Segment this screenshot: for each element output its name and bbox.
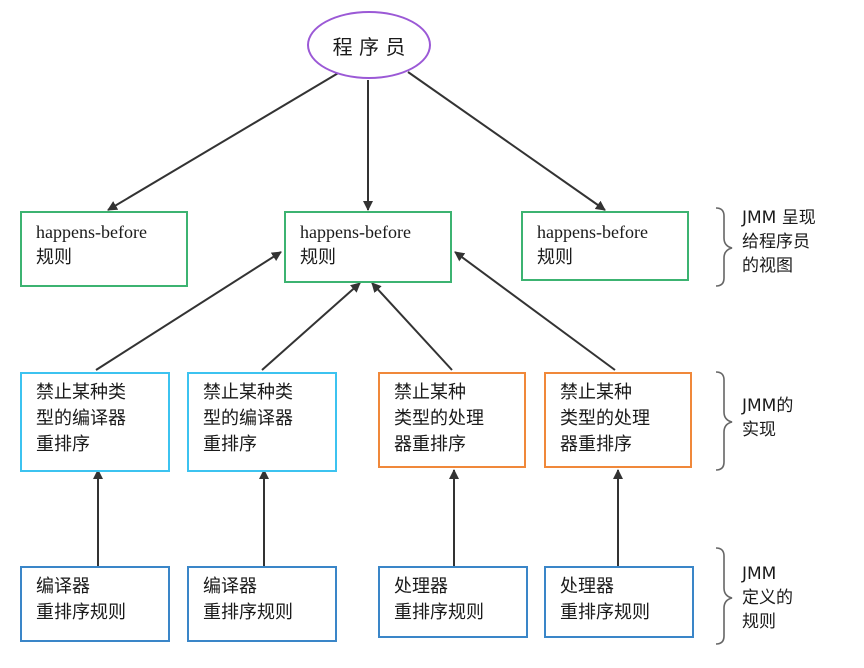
compiler-reorder-ban-box-2: 禁止某种类 型的编译器 重排序: [187, 372, 337, 472]
programmer-node: 程 序 员: [307, 11, 431, 79]
l3-2-line2: 重排序规则: [203, 602, 293, 623]
l3-4-line2: 重排序规则: [560, 602, 650, 623]
l2-1-line2: 型的编译器: [36, 408, 126, 429]
annotation-1-line3: 的视图: [742, 256, 793, 276]
l2-4-line3: 器重排序: [560, 434, 632, 455]
l3-1-line1: 编译器: [36, 576, 90, 597]
l2-3-line3: 器重排序: [394, 434, 466, 455]
l2-1-line3: 重排序: [36, 434, 90, 455]
arrow-programmer-to-hb-left: [107, 71, 341, 211]
annotation-3-line1: JMM: [742, 564, 777, 584]
arrow-l2-1-to-hb: [95, 251, 282, 371]
hb-left-line2: 规则: [36, 247, 72, 268]
l2-2-line1: 禁止某种类: [203, 382, 293, 403]
annotation-programmer-view: JMM 呈现 给程序员 的视图: [742, 206, 816, 278]
arrow-programmer-to-hb-right: [407, 71, 606, 211]
processor-reorder-ban-box-2: 禁止某种 类型的处理 器重排序: [544, 372, 692, 468]
compiler-reorder-rules-box-2: 编译器 重排序规则: [187, 566, 337, 642]
arrow-l2-3-to-hb: [371, 282, 453, 371]
compiler-reorder-rules-box-1: 编译器 重排序规则: [20, 566, 170, 642]
annotation-1-line2: 给程序员: [742, 232, 810, 252]
l3-4-line1: 处理器: [560, 576, 614, 597]
l2-4-line2: 类型的处理: [560, 408, 650, 429]
annotation-2-line1: JMM的: [742, 396, 794, 416]
l3-1-line2: 重排序规则: [36, 602, 126, 623]
brace-bottom: [715, 547, 733, 645]
hb-center-line2: 规则: [300, 247, 336, 268]
arrow-l2-2-to-hb: [261, 282, 361, 371]
l3-2-line1: 编译器: [203, 576, 257, 597]
annotation-1-line1: JMM 呈现: [742, 208, 816, 228]
annotation-jmm-rules: JMM 定义的 规则: [742, 562, 793, 634]
happens-before-box-center: happens-before 规则: [284, 211, 452, 283]
arrow-l2-4-to-hb: [454, 251, 616, 371]
processor-reorder-ban-box-1: 禁止某种 类型的处理 器重排序: [378, 372, 526, 468]
l2-4-line1: 禁止某种: [560, 382, 632, 403]
brace-middle: [715, 371, 733, 471]
hb-left-line1: happens-before: [36, 222, 147, 242]
l3-3-line1: 处理器: [394, 576, 448, 597]
hb-right-line2: 规则: [537, 247, 573, 268]
annotation-3-line3: 规则: [742, 612, 776, 632]
happens-before-box-left: happens-before 规则: [20, 211, 188, 287]
hb-center-line1: happens-before: [300, 222, 411, 242]
compiler-reorder-ban-box-1: 禁止某种类 型的编译器 重排序: [20, 372, 170, 472]
l3-3-line2: 重排序规则: [394, 602, 484, 623]
l2-3-line1: 禁止某种: [394, 382, 466, 403]
l2-2-line3: 重排序: [203, 434, 257, 455]
processor-reorder-rules-box-1: 处理器 重排序规则: [378, 566, 528, 638]
hb-right-line1: happens-before: [537, 222, 648, 242]
happens-before-box-right: happens-before 规则: [521, 211, 689, 281]
annotation-jmm-implementation: JMM的 实现: [742, 394, 793, 442]
l2-3-line2: 类型的处理: [394, 408, 484, 429]
l2-2-line2: 型的编译器: [203, 408, 293, 429]
annotation-2-line2: 实现: [742, 420, 776, 440]
processor-reorder-rules-box-2: 处理器 重排序规则: [544, 566, 694, 638]
annotation-3-line2: 定义的: [742, 588, 793, 608]
programmer-label: 程 序 员: [332, 34, 406, 59]
l2-1-line1: 禁止某种类: [36, 382, 126, 403]
brace-top: [715, 207, 733, 287]
